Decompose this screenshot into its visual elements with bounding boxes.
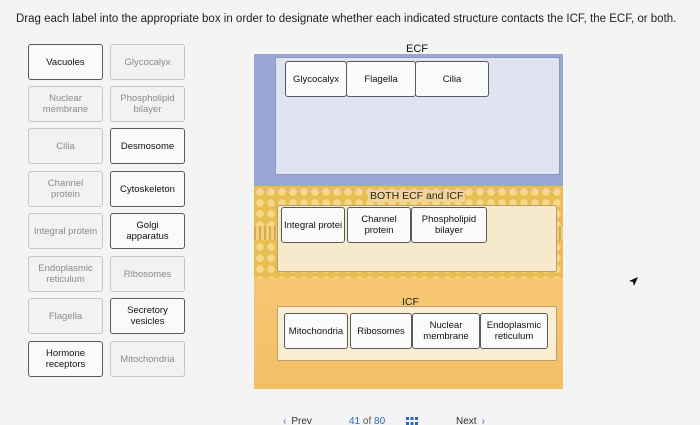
placed-label[interactable]: Endoplasmic reticulum — [480, 313, 548, 349]
icf-title: ICF — [402, 296, 419, 308]
label-mitochondria[interactable]: Mitochondria — [110, 341, 185, 377]
placed-label[interactable]: Channel protein — [347, 207, 411, 243]
label-desmosome[interactable]: Desmosome — [110, 128, 185, 164]
label-cytoskeleton[interactable]: Cytoskeleton — [110, 171, 185, 207]
label-integral-protein[interactable]: Integral protein — [28, 213, 103, 249]
prev-label: Prev — [291, 416, 312, 425]
page-current: 41 — [349, 416, 361, 425]
label-ribosomes[interactable]: Ribosomes — [110, 256, 185, 292]
label-nuclear-membrane[interactable]: Nuclear membrane — [28, 86, 103, 122]
label-hormone-receptors[interactable]: Hormone receptors — [28, 341, 103, 377]
label-secretory-vesicles[interactable]: Secretory vesicles — [110, 298, 185, 334]
next-button[interactable]: Next › — [456, 416, 485, 425]
instruction-text: Drag each label into the appropriate box… — [16, 13, 677, 25]
ecf-title: ECF — [406, 43, 428, 55]
placed-label[interactable]: Flagella — [346, 61, 416, 97]
chevron-left-icon: ‹ — [283, 416, 287, 425]
placed-label[interactable]: Cilia — [415, 61, 489, 97]
label-flagella[interactable]: Flagella — [28, 298, 103, 334]
placed-label[interactable]: Nuclear membrane — [412, 313, 480, 349]
mouse-cursor-icon — [629, 277, 638, 286]
placed-label[interactable]: Mitochondria — [284, 313, 348, 349]
chevron-right-icon: › — [481, 416, 485, 425]
label-golgi-apparatus[interactable]: Golgi apparatus — [110, 213, 185, 249]
prev-button[interactable]: ‹ Prev — [283, 416, 312, 425]
page-of: of — [362, 416, 372, 425]
label-endoplasmic-reticulum[interactable]: Endoplasmic reticulum — [28, 256, 103, 292]
placed-label[interactable]: Glycocalyx — [285, 61, 347, 97]
page-indicator: 41 of 80 — [349, 416, 385, 425]
page-total: 80 — [374, 416, 386, 425]
label-vacuoles[interactable]: Vacuoles — [28, 44, 103, 80]
grid-icon[interactable] — [406, 417, 418, 425]
label-channel-protein[interactable]: Channel protein — [28, 171, 103, 207]
placed-label[interactable]: Ribosomes — [350, 313, 412, 349]
label-glycocalyx[interactable]: Glycocalyx — [110, 44, 185, 80]
label-phospholipid-bilayer[interactable]: Phospholipid bilayer — [110, 86, 185, 122]
next-label: Next — [456, 416, 477, 425]
placed-label[interactable]: Phospholipid bilayer — [411, 207, 487, 243]
placed-label[interactable]: Integral protei — [281, 207, 345, 243]
both-title: BOTH ECF and ICF — [368, 190, 466, 202]
label-cilia[interactable]: Cilia — [28, 128, 103, 164]
